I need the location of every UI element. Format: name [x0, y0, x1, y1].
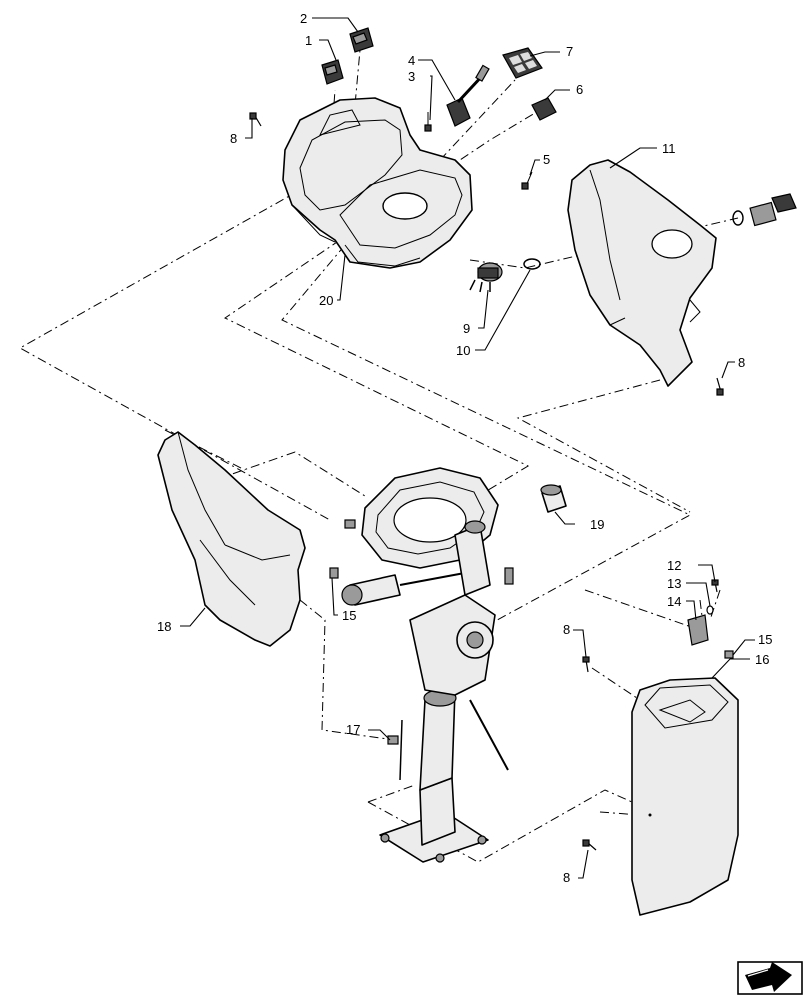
callout-3: 3: [408, 69, 415, 84]
callout-15-left: 15: [342, 608, 356, 623]
callout-8-mid: 8: [563, 622, 570, 637]
steering-column-assembly: [329, 467, 514, 863]
callout-5: 5: [543, 152, 550, 167]
switch-part-1: [321, 59, 344, 85]
callout-8-bottom: 8: [563, 870, 570, 885]
callout-19: 19: [590, 517, 604, 532]
screw-part-8-mid: [582, 656, 590, 673]
knob-cap-part-19: [540, 484, 567, 513]
callout-20: 20: [319, 293, 333, 308]
callout-16: 16: [755, 652, 769, 667]
callout-10: 10: [456, 343, 470, 358]
callout-4: 4: [408, 53, 415, 68]
callout-6: 6: [576, 82, 583, 97]
screw-part-8-topleft: [249, 112, 262, 127]
nut-part-15-right: [724, 650, 734, 659]
screw-part-3: [424, 112, 432, 132]
housing-part-16: [631, 677, 739, 916]
console-housing-part-20: [282, 97, 473, 269]
leader-lines: [180, 17, 755, 879]
callout-1: 1: [305, 33, 312, 48]
next-page-arrow-icon[interactable]: [737, 961, 803, 995]
callout-15-right: 15: [758, 632, 772, 647]
callout-11: 11: [662, 141, 676, 156]
callout-14: 14: [667, 594, 681, 609]
ring-part-10: [523, 258, 541, 270]
screw-part-5: [521, 171, 533, 190]
washer-part-13: [706, 605, 714, 615]
callout-7: 7: [566, 44, 573, 59]
rocker-switch-part-6: [531, 97, 557, 121]
callout-8-top-left: 8: [230, 131, 237, 146]
switch-part-2: [349, 27, 374, 53]
callout-2: 2: [300, 11, 307, 26]
callout-13: 13: [667, 576, 681, 591]
callout-17: 17: [346, 722, 360, 737]
screw-part-8-right: [716, 377, 724, 396]
screw-part-8-bottom: [582, 839, 597, 851]
side-panel-part-11: [567, 159, 717, 387]
callout-12: 12: [667, 558, 681, 573]
bracket-part-14: [687, 614, 709, 646]
callout-18: 18: [157, 619, 171, 634]
side-panel-part-18: [157, 431, 306, 647]
callout-8-right: 8: [738, 355, 745, 370]
callout-9: 9: [463, 321, 470, 336]
ignition-switch-part-9: [469, 262, 503, 293]
switch-panel-part-7: [502, 47, 543, 79]
key-switch: [732, 193, 797, 227]
callout-labels: 1 2 3 4 5 6 7 8 8 8 8 9 10 11 12 13 14 1…: [157, 11, 772, 885]
lever-switch-part-4: [446, 64, 490, 127]
